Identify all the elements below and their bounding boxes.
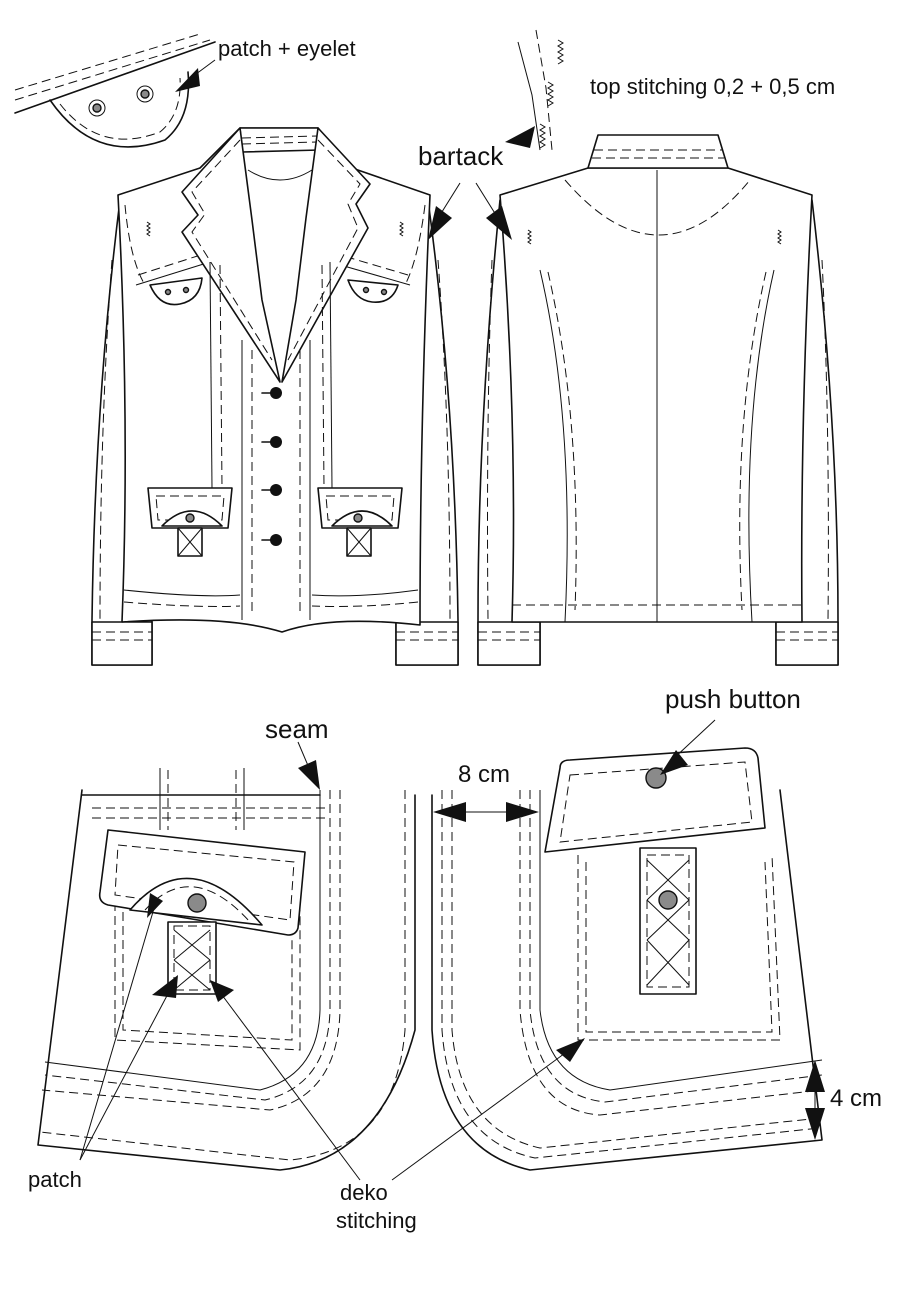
detail-top-stitching <box>517 29 564 151</box>
detail-lower-right-pocket <box>431 747 823 1171</box>
deko-arrow-right <box>556 1038 585 1062</box>
jacket-front-view <box>91 127 459 666</box>
patch-eyelet-arrow <box>175 68 200 92</box>
label-seam: seam <box>265 714 329 744</box>
label-push-button: push button <box>665 684 801 714</box>
jacket-back-view <box>477 134 839 666</box>
seam-arrow <box>298 760 320 790</box>
detail-patch-eyelet <box>14 33 216 148</box>
top-stitching-arrow <box>505 126 535 148</box>
dimension-8cm <box>433 802 539 822</box>
push-button-arrow <box>660 750 688 775</box>
label-patch: patch <box>28 1167 82 1192</box>
label-8cm: 8 cm <box>458 761 510 788</box>
label-patch-eyelet: patch + eyelet <box>218 36 356 61</box>
patch-arrow-1 <box>147 893 163 918</box>
deko-arrow-left <box>210 980 234 1002</box>
label-stitching: stitching <box>336 1208 417 1233</box>
patch-arrow-2 <box>152 975 178 998</box>
label-4cm: 4 cm <box>830 1085 882 1112</box>
label-top-stitching: top stitching 0,2 + 0,5 cm <box>590 74 835 99</box>
dimension-4cm <box>805 1060 825 1140</box>
bartack-arrow-front <box>428 206 452 240</box>
label-deko: deko <box>340 1180 388 1205</box>
bartack-arrow-back <box>486 206 512 240</box>
label-bartack: bartack <box>418 141 504 171</box>
front-buttons <box>261 387 282 546</box>
